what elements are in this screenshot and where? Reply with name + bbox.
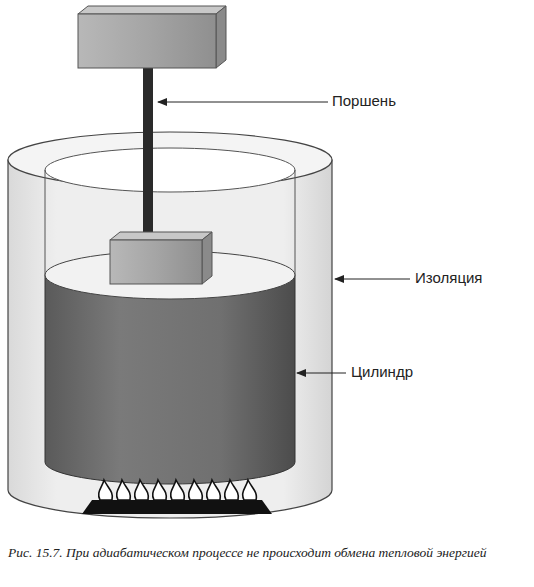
flame [153,480,167,500]
flame [99,480,113,500]
flame [225,480,239,500]
flame [243,480,257,500]
flame [135,480,149,500]
flame [207,480,221,500]
flame [171,480,185,500]
flame [117,480,131,500]
figure-caption: Рис. 15.7. При адиабатическом процессе н… [8,544,526,562]
part-label: Поршень [330,92,398,109]
flame [189,480,203,500]
part-label: Цилиндр [349,363,415,380]
part-label: Изоляция [413,269,484,286]
